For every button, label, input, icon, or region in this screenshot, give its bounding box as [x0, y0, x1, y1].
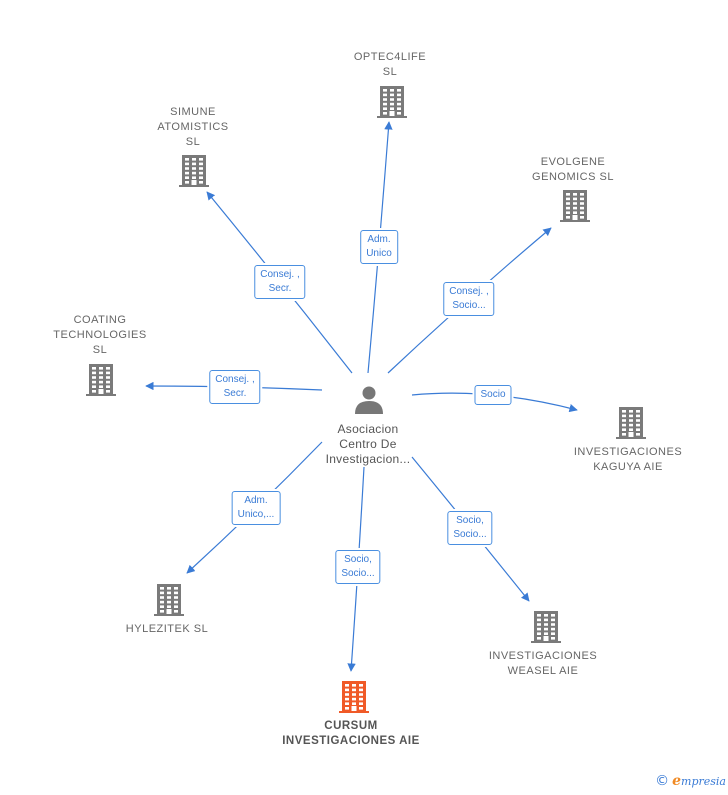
node-label-simune[interactable]: SIMUNE ATOMISTICS SL — [157, 106, 229, 148]
center-node-label[interactable]: Asociacion Centro De Investigacion... — [325, 422, 411, 466]
building-icon[interactable] — [179, 155, 209, 187]
edge-label-kaguya[interactable]: Socio — [474, 385, 512, 405]
brand-initial: e — [672, 773, 682, 789]
building-icon[interactable] — [531, 611, 561, 643]
edge-label-cursum[interactable]: Socio, Socio... — [335, 550, 381, 584]
node-label-hylezitek[interactable]: HYLEZITEK SL — [125, 623, 209, 635]
edge-label-evolgene[interactable]: Consej. , Socio... — [443, 282, 495, 316]
building-icon[interactable] — [86, 364, 116, 396]
brand-name: mpresia — [681, 775, 726, 788]
empresia-watermark: ©empresia — [655, 773, 726, 789]
node-label-weasel[interactable]: INVESTIGACIONES WEASEL AIE — [488, 650, 598, 677]
person-icon[interactable] — [355, 386, 383, 415]
edge-label-weasel[interactable]: Socio, Socio... — [447, 511, 493, 545]
copyright-symbol: © — [655, 773, 670, 789]
node-label-evolgene[interactable]: EVOLGENE GENOMICS SL — [532, 156, 614, 183]
node-label-optec4life[interactable]: OPTEC4LIFE SL — [353, 51, 427, 78]
node-label-cursum[interactable]: CURSUM INVESTIGACIONES AIE — [282, 720, 420, 747]
edge-label-coating[interactable]: Consej. , Secr. — [209, 370, 261, 404]
edge-label-hylezitek[interactable]: Adm. Unico,... — [231, 491, 281, 525]
edge-label-optec4life[interactable]: Adm. Unico — [360, 230, 398, 264]
node-label-coating[interactable]: COATING TECHNOLOGIES SL — [53, 314, 147, 356]
building-icon[interactable] — [377, 86, 407, 118]
building-icon[interactable] — [616, 407, 646, 439]
edge-label-simune[interactable]: Consej. , Secr. — [254, 265, 306, 299]
building-icon[interactable] — [560, 190, 590, 222]
building-icon[interactable] — [154, 584, 184, 616]
building-icon[interactable] — [339, 681, 369, 713]
node-label-kaguya[interactable]: INVESTIGACIONES KAGUYA AIE — [573, 446, 683, 473]
